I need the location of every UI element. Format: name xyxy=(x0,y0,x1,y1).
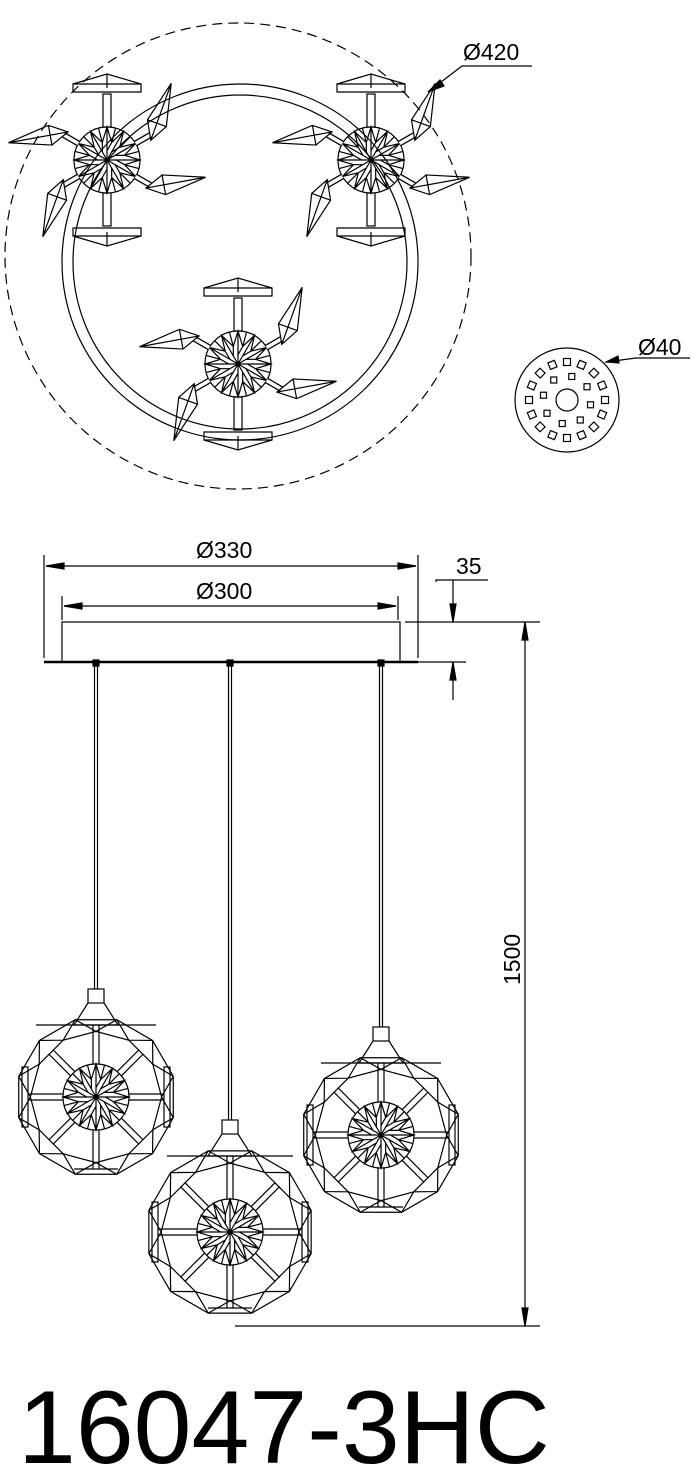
dim-label-40: Ø40 xyxy=(638,334,681,360)
ring-inner xyxy=(72,94,408,430)
dim-label-330: Ø330 xyxy=(196,537,252,563)
side-view: Ø330 Ø300 35 1500 xyxy=(18,537,540,1327)
dim-label-1500: 1500 xyxy=(499,934,525,985)
dim-label-35: 35 xyxy=(456,553,482,579)
top-view xyxy=(4,22,472,490)
pendant-globe xyxy=(303,659,459,1213)
outer-envelope-circle xyxy=(4,22,472,490)
pendant-globe xyxy=(148,659,312,1314)
dim-420: Ø420 xyxy=(427,39,532,93)
light-cluster-top xyxy=(272,73,470,247)
light-cluster-top xyxy=(8,73,206,247)
dim-label-420: Ø420 xyxy=(463,39,519,65)
canopy xyxy=(61,621,401,663)
model-number: 16047-3HC xyxy=(18,1370,550,1474)
light-cluster-top xyxy=(139,277,337,451)
pendant-globe xyxy=(18,659,174,1175)
dim-label-300: Ø300 xyxy=(196,578,252,604)
canopy-bottom-detail: Ø40 xyxy=(514,334,690,453)
